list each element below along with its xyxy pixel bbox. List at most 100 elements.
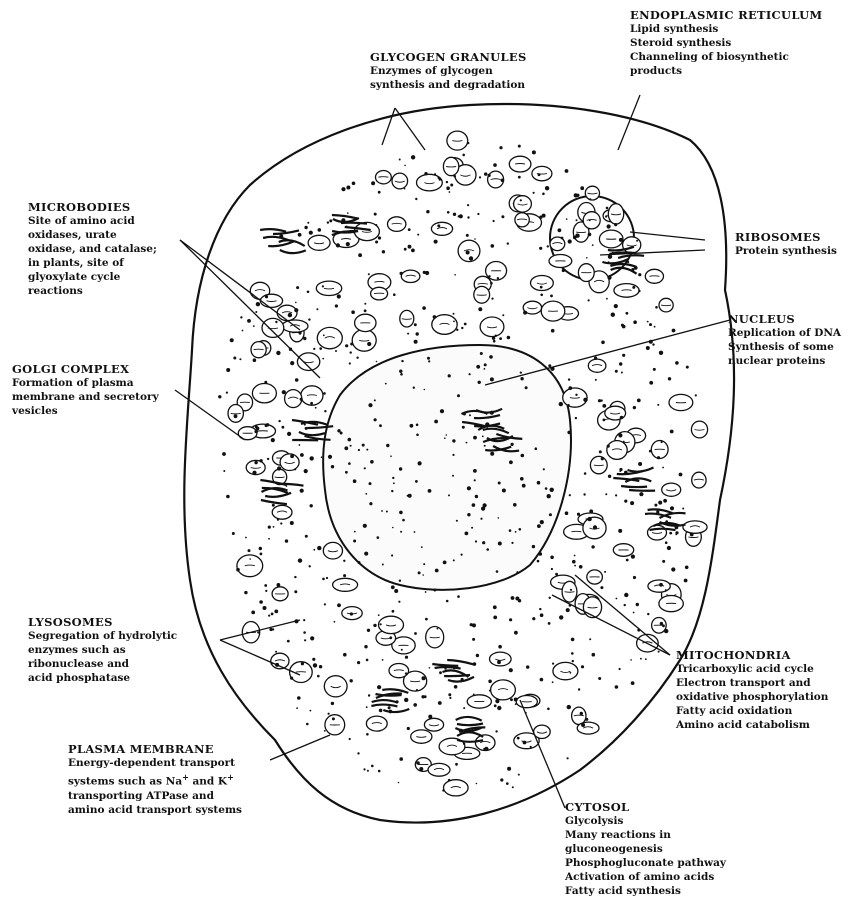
granule-dot <box>600 399 602 401</box>
granule-dot <box>268 538 270 540</box>
label-nucleus: NUCLEUS Replication of DNA Synthesis of … <box>728 312 841 368</box>
granule-dot <box>455 763 458 766</box>
granule-dot <box>668 377 671 380</box>
granule-dot <box>497 277 499 279</box>
granule-dot <box>624 500 627 503</box>
granule-dot <box>574 555 576 557</box>
granule-dot <box>448 693 451 696</box>
granule-dot <box>309 565 311 567</box>
granule-dot <box>256 302 260 306</box>
granule-dot <box>326 577 328 579</box>
lysosomes-title: LYSOSOMES <box>28 615 177 629</box>
granule-dot <box>647 321 649 323</box>
granule-dot <box>353 540 356 543</box>
ribosomes-title: RIBOSOMES <box>735 230 837 244</box>
organelle-vesicle <box>401 270 420 282</box>
granule-dot <box>375 241 378 244</box>
granule-dot <box>539 216 542 219</box>
granule-dot <box>234 414 238 418</box>
granule-dot <box>523 741 527 745</box>
granule-dot <box>350 351 352 353</box>
granule-dot <box>401 649 403 651</box>
mitochondria-desc: Tricarboxylic acid cycle Electron transp… <box>676 662 828 732</box>
granule-dot <box>400 531 402 533</box>
granule-dot <box>456 329 458 331</box>
granule-dot <box>434 240 438 244</box>
granule-dot <box>310 504 313 507</box>
granule-dot <box>393 482 395 484</box>
granule-dot <box>354 531 356 533</box>
er-desc: Lipid synthesis Steroid synthesis Channe… <box>630 22 822 78</box>
cytosol-desc: Glycolysis Many reactions in gluconeogen… <box>565 814 726 898</box>
granule-dot <box>507 336 511 340</box>
granule-dot <box>364 309 367 312</box>
granule-dot <box>467 513 470 516</box>
granule-dot <box>377 685 381 689</box>
organelle-vesicle <box>277 305 297 320</box>
granule-dot <box>393 293 396 296</box>
granule-dot <box>444 437 446 439</box>
granule-dot <box>422 676 426 680</box>
granule-dot <box>502 489 506 493</box>
granule-dot <box>514 698 518 702</box>
granule-dot <box>440 409 444 413</box>
granule-dot <box>367 342 371 346</box>
granule-dot <box>427 357 430 360</box>
granule-dot <box>344 446 348 450</box>
organelle-vesicle <box>480 317 504 337</box>
granule-dot <box>428 715 432 719</box>
granule-dot <box>484 445 486 447</box>
granule-dot <box>356 357 358 359</box>
granule-dot <box>473 436 477 440</box>
granule-dot <box>437 177 439 179</box>
granule-dot <box>290 677 293 680</box>
granule-dot <box>520 477 524 481</box>
granule-dot <box>416 434 419 437</box>
granule-dot <box>448 374 451 377</box>
granule-dot <box>275 321 277 323</box>
organelle-vesicle <box>366 716 387 731</box>
granule-dot <box>599 450 602 453</box>
organelle-vesicle <box>333 578 358 591</box>
granule-dot <box>386 444 389 447</box>
organelle-vesicle <box>514 196 532 212</box>
granule-dot <box>328 713 330 715</box>
granule-dot <box>425 591 427 593</box>
granule-dot <box>672 329 676 333</box>
golgi-cisterna <box>444 675 470 676</box>
granule-dot <box>426 210 429 213</box>
granule-dot <box>245 537 247 539</box>
granule-dot <box>377 536 380 539</box>
granule-dot <box>633 320 637 324</box>
granule-dot <box>498 517 500 519</box>
granule-dot <box>675 534 677 536</box>
granule-dot <box>399 580 401 582</box>
golgi-cisterna <box>621 486 647 487</box>
granule-dot <box>670 506 674 510</box>
granule-dot <box>309 231 313 235</box>
granule-dot <box>649 450 652 453</box>
granule-dot <box>346 186 350 190</box>
granule-dot <box>298 233 302 237</box>
granule-dot <box>429 667 431 669</box>
granule-dot <box>454 274 456 276</box>
granule-dot <box>540 678 544 682</box>
granule-dot <box>259 547 262 550</box>
granule-dot <box>675 361 679 365</box>
granule-dot <box>391 490 393 492</box>
granule-dot <box>654 326 656 328</box>
granule-dot <box>548 622 551 625</box>
granule-dot <box>495 730 497 732</box>
granule-dot <box>624 593 628 597</box>
granule-dot <box>670 430 674 434</box>
granule-dot <box>313 663 317 667</box>
granule-dot <box>232 532 235 535</box>
granule-dot <box>686 366 689 369</box>
organelle-vesicle <box>692 472 706 488</box>
granule-dot <box>484 368 486 370</box>
granule-dot <box>378 614 380 616</box>
granule-dot <box>646 346 650 350</box>
granule-dot <box>331 465 334 468</box>
granule-dot <box>424 695 427 698</box>
granule-dot <box>574 193 578 197</box>
